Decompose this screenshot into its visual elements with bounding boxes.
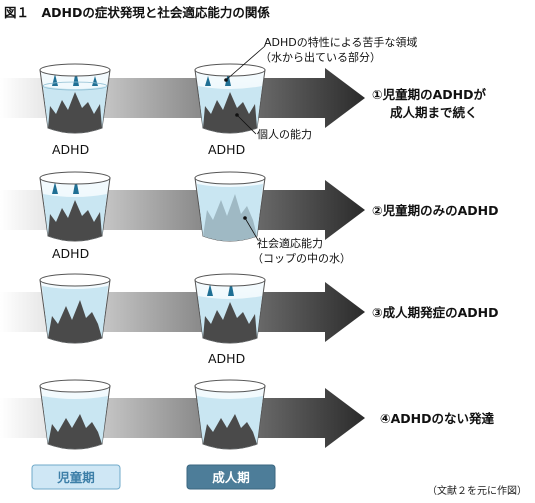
result-row4: ④ADHDのない発達 xyxy=(380,411,494,426)
cup-label-row1-adult: ADHD xyxy=(208,142,245,157)
legend-cup-line2: （コップの中の水） xyxy=(252,252,351,265)
peak-above-water xyxy=(73,178,79,194)
period-adult-label: 成人期 xyxy=(186,464,276,490)
annotation-ability: 個人の能力 xyxy=(235,113,312,141)
legend-cup-line1: 社会適応能力 xyxy=(257,236,323,250)
cup-label-row3-adult: ADHD xyxy=(208,351,245,366)
result-row1-line2: 成人期まで続く xyxy=(390,105,478,120)
cup-row4-adult xyxy=(194,379,266,450)
result-row2: ②児童期のみのADHD xyxy=(372,203,498,218)
period-adult-text: 成人期 xyxy=(212,470,250,485)
legend-water-line2: （水から出ている部分） xyxy=(260,50,381,64)
annotation-cup-water: 社会適応能力 （コップの中の水） xyxy=(243,216,351,265)
cup-label-row2-child: ADHD xyxy=(52,246,89,261)
result-row1-line1: ①児童期のADHDが xyxy=(372,87,486,102)
period-child-label: 児童期 xyxy=(31,464,121,490)
peak-above-water xyxy=(207,284,213,296)
cup-row4-child xyxy=(39,379,111,450)
source-note: （文献２を元に作図） xyxy=(427,484,527,497)
cup-row2-child xyxy=(39,171,111,242)
peak-above-water xyxy=(228,280,234,296)
cup-row3-adult xyxy=(194,273,266,344)
legend-ability: 個人の能力 xyxy=(257,127,312,141)
peak-above-water xyxy=(205,76,211,86)
peak-above-water xyxy=(52,182,58,194)
cup-row2-adult xyxy=(194,171,266,242)
cup-row1-child xyxy=(39,63,111,134)
cup-row3-child xyxy=(39,273,111,344)
legend-water-line1: ADHDの特性による苦手な領域 xyxy=(264,35,417,49)
annotation-weak-area: ADHDの特性による苦手な領域 （水から出ている部分） xyxy=(224,35,417,82)
cup-label-row1-child: ADHD xyxy=(52,142,89,157)
peak-above-water xyxy=(92,76,98,86)
cup-row1-adult xyxy=(194,63,266,134)
period-child-text: 児童期 xyxy=(56,470,95,485)
figure-title: 図１ ADHDの症状発現と社会適応能力の関係 xyxy=(4,5,270,20)
peak-above-water xyxy=(225,72,231,86)
result-row3: ③成人期発症のADHD xyxy=(372,305,498,320)
